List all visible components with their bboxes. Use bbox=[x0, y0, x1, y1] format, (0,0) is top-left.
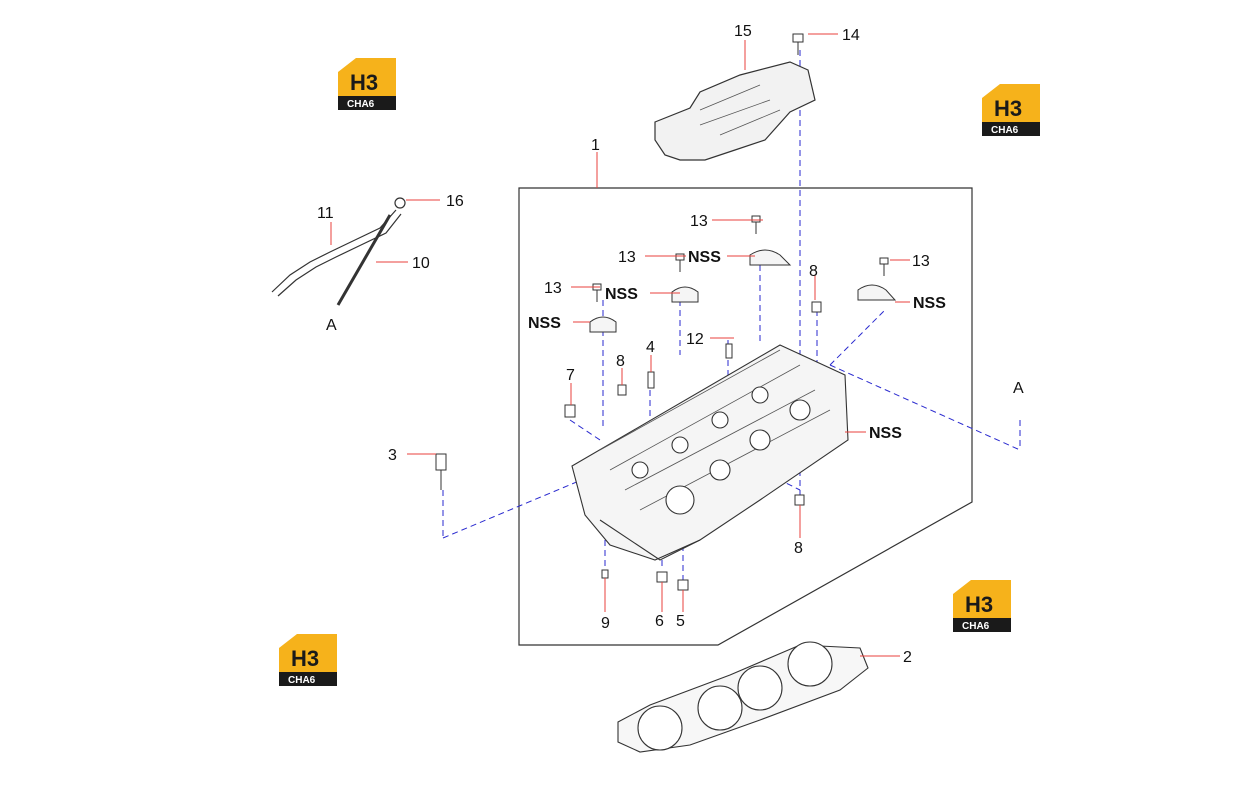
svg-text:H3: H3 bbox=[994, 96, 1022, 121]
label-part-2: 2 bbox=[903, 649, 912, 666]
label-nss-5: NSS bbox=[869, 425, 902, 442]
label-part-10: 10 bbox=[412, 255, 430, 272]
bolt-14 bbox=[792, 33, 804, 55]
label-part-8-lower: 8 bbox=[794, 540, 803, 557]
label-nss-3: NSS bbox=[528, 315, 561, 332]
label-part-4: 4 bbox=[646, 339, 655, 356]
engine-cover bbox=[654, 61, 816, 161]
label-part-13-a: 13 bbox=[690, 213, 708, 230]
label-part-8-mid: 8 bbox=[616, 353, 625, 370]
svg-text:H3: H3 bbox=[965, 592, 993, 617]
label-part-3: 3 bbox=[388, 447, 397, 464]
watermark-logo-4: H3 CHA6 bbox=[279, 634, 337, 686]
label-part-13-b: 13 bbox=[618, 249, 636, 266]
label-part-13-d: 13 bbox=[912, 253, 930, 270]
label-part-14: 14 bbox=[842, 27, 860, 44]
glow-plug-assembly bbox=[271, 197, 406, 306]
svg-text:H3: H3 bbox=[291, 646, 319, 671]
label-nss-2: NSS bbox=[605, 286, 638, 303]
label-part-1: 1 bbox=[591, 137, 600, 154]
svg-text:H3: H3 bbox=[350, 70, 378, 95]
label-nss-1: NSS bbox=[688, 249, 721, 266]
label-part-9: 9 bbox=[601, 615, 610, 632]
label-nss-4: NSS bbox=[913, 295, 946, 312]
leader-lines bbox=[330, 33, 910, 657]
svg-text:CHA6: CHA6 bbox=[962, 621, 990, 632]
watermark-logo-2: H3 CHA6 bbox=[982, 84, 1040, 136]
label-ref-a-right: A bbox=[1013, 380, 1024, 397]
label-part-12: 12 bbox=[686, 331, 704, 348]
watermark-logo-1: H3 CHA6 bbox=[338, 58, 396, 110]
cylinder-head bbox=[571, 344, 849, 561]
label-part-5: 5 bbox=[676, 613, 685, 630]
assembly-frame bbox=[518, 187, 973, 646]
svg-text:CHA6: CHA6 bbox=[288, 675, 316, 686]
label-part-7: 7 bbox=[566, 367, 575, 384]
label-part-15: 15 bbox=[734, 23, 752, 40]
svg-text:CHA6: CHA6 bbox=[991, 125, 1019, 136]
label-part-16: 16 bbox=[446, 193, 464, 210]
cam-caps bbox=[589, 249, 897, 333]
label-ref-a-left: A bbox=[326, 317, 337, 334]
label-part-11: 11 bbox=[317, 205, 334, 222]
label-part-8-upper: 8 bbox=[809, 263, 818, 280]
label-part-6: 6 bbox=[655, 613, 664, 630]
watermark-logo-3: H3 CHA6 bbox=[953, 580, 1011, 632]
label-part-13-c: 13 bbox=[544, 280, 562, 297]
head-gasket bbox=[617, 641, 869, 753]
svg-text:CHA6: CHA6 bbox=[347, 99, 375, 110]
